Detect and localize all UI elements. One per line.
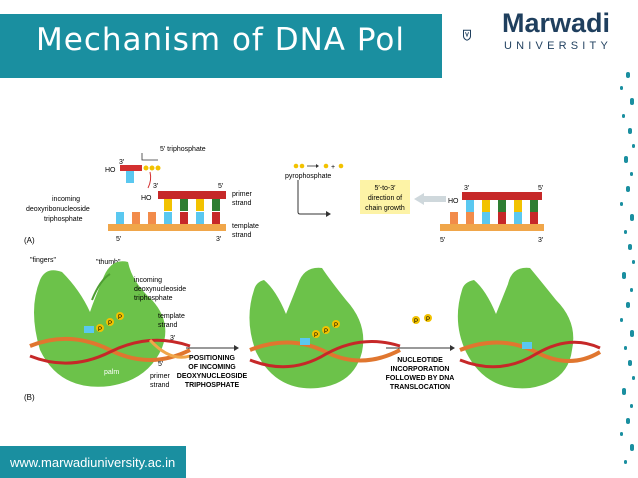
ho-incoming: HO	[105, 167, 116, 174]
five-prime-product-template: 5′	[440, 237, 446, 244]
incoming-label-1: incoming	[52, 196, 80, 203]
phosphates-1: PPP	[96, 312, 124, 333]
b-three-prime: 3′	[170, 335, 176, 342]
dna-helix-1	[29, 336, 191, 365]
step2-text-3: FOLLOWED BY DNA	[386, 375, 455, 382]
svg-text:P: P	[98, 327, 102, 333]
brand-name: Marwadi	[502, 8, 611, 38]
five-prime-product: 5′	[538, 185, 544, 192]
b-incoming-3: triphosphate	[134, 295, 173, 302]
incorporated-nucleotide	[522, 342, 532, 349]
step2-text-1: NUCLEOTIDE	[397, 357, 443, 364]
step1-text-2: OF INCOMING	[188, 364, 236, 371]
direction-text-1: 5′-to-3′	[375, 185, 397, 192]
step1-text-4: TRIPHOSPHATE	[185, 382, 240, 389]
template-bases	[116, 212, 220, 224]
incoming-nucleotide-2	[300, 338, 310, 345]
panel-a-tag: (A)	[24, 236, 35, 245]
dna-helix-3	[459, 340, 602, 369]
b-five-prime: 5′	[158, 361, 164, 368]
incoming-sugar	[120, 165, 142, 171]
template-label-2: strand	[232, 232, 252, 239]
ho-primer: HO	[141, 195, 152, 202]
svg-text:P: P	[334, 323, 338, 329]
three-prime-template: 3′	[216, 236, 222, 243]
incoming-label-3: triphosphate	[44, 216, 83, 223]
palm-label: palm	[104, 369, 119, 376]
footer-url[interactable]: www.marwadiuniversity.ac.in	[10, 455, 176, 470]
decorative-dots	[620, 72, 635, 464]
svg-text:P: P	[108, 321, 112, 327]
three-prime-product: 3′	[464, 185, 470, 192]
b-incoming-1: incoming	[134, 277, 162, 284]
five-prime-primer: 5′	[218, 183, 224, 190]
primer-label-2: strand	[232, 200, 252, 207]
product-primer-strand	[462, 192, 542, 200]
product-template-strand	[440, 224, 544, 231]
incoming-base	[126, 171, 134, 183]
pyrophosphate-release: +	[293, 163, 344, 171]
step2-text-4: TRANSLOCATION	[390, 384, 450, 391]
svg-text:+: +	[331, 164, 335, 171]
ho-product: HO	[448, 198, 459, 205]
fingers-label: "fingers"	[30, 257, 56, 264]
three-prime-top: 3′	[119, 159, 125, 166]
step2-text-2: INCORPORATION	[391, 366, 450, 373]
polymerase-1	[34, 261, 166, 387]
university-logo	[463, 29, 471, 41]
b-template-2: strand	[158, 322, 178, 329]
svg-text:P: P	[426, 317, 430, 323]
brand-subtitle: UNIVERSITY	[504, 40, 613, 52]
direction-box	[360, 180, 410, 214]
b-primer-2: strand	[150, 382, 170, 389]
three-prime-product-template: 3′	[538, 237, 544, 244]
primer-bases	[164, 199, 220, 211]
b-primer-1: primer	[150, 373, 171, 380]
step1-text-3: DEOXYNUCLEOSIDE	[177, 373, 248, 380]
pyrophosphate-label: pyrophosphate	[285, 173, 331, 180]
panel-b-tag: (B)	[24, 393, 35, 402]
five-prime-template: 5′	[116, 236, 122, 243]
svg-text:P: P	[118, 315, 122, 321]
slide-title: Mechanism of DNA Pol	[36, 22, 405, 58]
svg-text:P: P	[324, 329, 328, 335]
direction-text-2: direction of	[368, 195, 402, 202]
template-label-1: template	[232, 223, 259, 230]
b-template-1: template	[158, 313, 185, 320]
dna-helix-2	[249, 340, 401, 369]
title-bar	[0, 14, 442, 78]
reaction-arrow	[297, 180, 328, 215]
polymerase-3	[457, 267, 574, 389]
primer-strand	[158, 191, 226, 199]
svg-text:P: P	[414, 319, 418, 325]
incoming-nucleotide-1	[84, 326, 94, 333]
three-prime-primer: 3′	[153, 183, 159, 190]
five-triphosphate-label: 5′ triphosphate	[160, 146, 206, 153]
primer-label-1: primer	[232, 191, 253, 198]
step1-text-1: POSITIONING	[189, 355, 235, 362]
product-bases	[450, 200, 538, 224]
direction-text-3: chain growth	[365, 205, 405, 212]
incoming-label-2: deoxyribonucleoside	[26, 206, 90, 213]
polymerase-2	[249, 267, 364, 389]
svg-text:P: P	[314, 333, 318, 339]
b-incoming-2: deoxynucleoside	[134, 286, 186, 293]
template-strand	[108, 224, 226, 231]
phosphates-2: PPP	[312, 320, 340, 339]
footer-bar	[0, 446, 186, 478]
thumb-label: "thumb"	[96, 259, 121, 266]
